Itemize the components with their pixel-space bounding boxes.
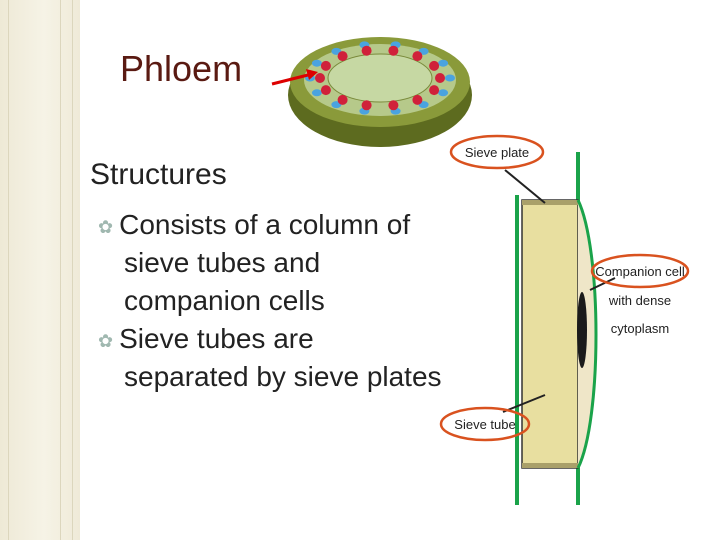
companion-cell-label: Companion cell: [595, 264, 685, 279]
cell-red: [361, 100, 372, 111]
companion-cell-label-line2: with dense: [608, 293, 671, 308]
companion-cell-nucleus: [577, 292, 587, 368]
cross-section-illustration: [288, 37, 472, 147]
companion-cell-label-line3: cytoplasm: [611, 321, 670, 336]
cell-blue: [445, 74, 455, 82]
cell-red: [361, 45, 372, 56]
sieve-tube: [521, 199, 579, 469]
sieve-plate-bottom: [522, 463, 578, 468]
sieve-plate-label: Sieve plate: [465, 145, 529, 160]
stripe-line: [72, 0, 73, 540]
cell-red: [320, 60, 331, 71]
cell-blue: [311, 89, 322, 97]
sieve-tube-label: Sieve tube: [454, 417, 515, 432]
stripe-line: [8, 0, 9, 540]
cell-red: [337, 51, 348, 62]
bullet-icon: ✿: [98, 216, 114, 237]
stripe-line: [60, 0, 61, 540]
decorative-side-stripe: [0, 0, 80, 540]
cell-red: [388, 100, 399, 111]
cell-red: [388, 45, 399, 56]
bullet-2-line-1: ✿Sieve tubes are: [98, 323, 314, 354]
bullet-1-line-2: sieve tubes and: [124, 247, 321, 278]
companion-cell-label-ring: [590, 253, 690, 289]
arrow-icon: [271, 69, 318, 86]
section-heading: Structures: [90, 158, 227, 191]
bullet-1-line-1: ✿Consists of a column of: [98, 209, 411, 240]
cell-red: [320, 85, 331, 96]
cell-red: [337, 94, 348, 105]
cell-red: [412, 51, 423, 62]
slide-title: Phloem: [120, 48, 243, 89]
cell-red: [412, 94, 423, 105]
cell-red: [429, 60, 440, 71]
cell-blue: [438, 59, 449, 67]
cell-red: [435, 73, 445, 83]
bullet-icon: ✿: [98, 330, 114, 351]
sieve-plate-top: [522, 200, 578, 205]
bullet-2-line-2: separated by sieve plates: [124, 361, 442, 392]
sieve-tube-label-ring: [439, 406, 531, 442]
cell-blue: [438, 89, 449, 97]
cell-red: [429, 85, 440, 96]
cell-red: [315, 73, 325, 83]
bullet-1-line-3: companion cells: [124, 285, 325, 316]
sieve-plate-label-ring: [449, 134, 545, 170]
cell-blue: [311, 59, 322, 67]
